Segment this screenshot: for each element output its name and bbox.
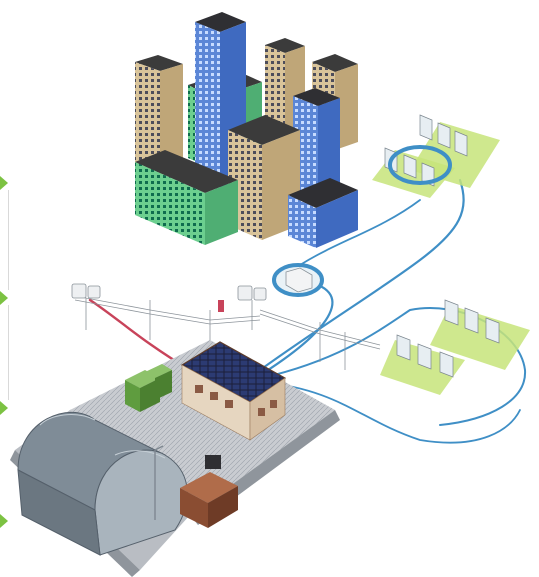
- lamp-post: [154, 445, 164, 520]
- substation-building-solar-roof: [180, 341, 287, 441]
- ring-main-unit-center: [272, 263, 324, 297]
- ring-main-unit-top: [388, 145, 452, 185]
- left-edge-divider-1: [8, 190, 9, 290]
- pv-array-top-right: [372, 114, 500, 198]
- left-edge-marker-4: [0, 514, 8, 528]
- cable-ring-link: [299, 199, 421, 266]
- arched-hall-building: [17, 411, 188, 556]
- pole-transformer-left: [71, 283, 101, 330]
- cabinet-top-box: [205, 455, 221, 469]
- warning-flag: [218, 300, 224, 312]
- left-edge-marker-1: [0, 176, 8, 190]
- left-edge-marker-2: [0, 291, 8, 305]
- left-edge-divider-2: [8, 305, 9, 400]
- control-cabinet-brown: [180, 455, 238, 528]
- left-edge-marker-3: [0, 401, 8, 415]
- pv-array-right: [380, 299, 530, 395]
- cable-to-pv-top: [258, 178, 465, 372]
- high-rise-building-cluster: [135, 12, 358, 248]
- cable-loop-right: [261, 381, 521, 444]
- pole-transformer-center: [237, 285, 267, 330]
- transformer-boxes-green: [125, 364, 172, 412]
